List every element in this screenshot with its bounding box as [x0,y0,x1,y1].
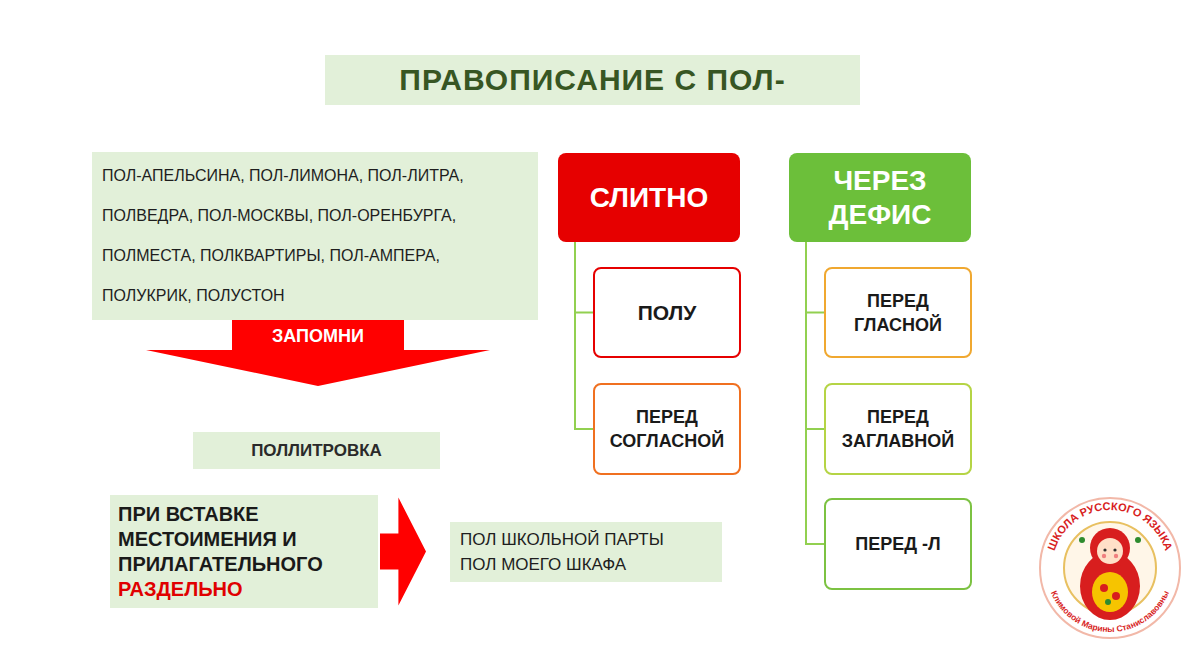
node-subtext: ПОЛ МОЕГО ШКАФА [460,552,712,577]
rule-item: ПЕРЕД СОГЛАСНОЙ [593,383,741,475]
logo-berry [1135,537,1141,543]
logo-ring [1040,498,1180,638]
rule-item: ПОЛУ [593,267,741,358]
tree-connector [575,242,593,313]
node-subtext: РАЗДЕЛЬНО [118,577,370,602]
connector-line [806,242,824,544]
tree-connector [806,242,824,429]
doll-eye [1113,548,1116,551]
connector-line [806,242,824,313]
tree-connector [806,242,824,544]
node-text: ПОЛУ [601,300,733,326]
doll-flower [1100,584,1108,592]
example-box: ПОЛ ШКОЛЬНОЙ ПАРТЫПОЛ МОЕГО ШКАФА [450,522,722,582]
node-text: ПЕРЕД СОГЛАСНОЙ [601,405,733,453]
logo-text: Климовой Марины Станиславовны [1049,589,1171,634]
node-text: ПОЛЛИТРОВКА [201,440,432,462]
arrow-fill [380,498,426,606]
node-text: СЛИТНО [564,181,734,215]
doll-flower [1112,592,1120,600]
logo-title: ШКОЛА РУССКОГО ЯЗЫКА [1045,500,1175,552]
node-text: ПЕРЕД ЗАГЛАВНОЙ [832,405,964,453]
rule-item: ПЕРЕД ГЛАСНОЙ [824,267,972,358]
doll-head [1090,528,1130,568]
arrow-fill [146,320,490,386]
node-text: ПОЛ-АПЕЛЬСИНА, ПОЛ-ЛИМОНА, ПОЛ-ЛИТРА, ПО… [102,156,528,316]
logo-berry [1079,537,1085,543]
title-band: ПРАВОПИСАНИЕ С ПОЛ- [325,55,860,105]
category-box: ЧЕРЕЗ ДЕФИС [789,153,971,242]
node-text: ЗАПОМНИ [146,320,490,347]
rule-item: ПЕРЕД ЗАГЛАВНОЙ [824,383,972,475]
connector-line [575,242,593,429]
doll-leaf [1105,599,1111,605]
block-arrow [380,498,426,606]
connector-line [575,242,593,313]
doll-cheek [1114,554,1118,558]
tree-connector [806,242,824,313]
doll-apron [1092,572,1128,612]
rule-item: ПЕРЕД -Л [824,498,972,590]
category-box: СЛИТНО [558,153,740,242]
remember-arrow: ЗАПОМНИ [146,320,490,386]
doll-eye [1103,548,1106,551]
connector-line [806,242,824,429]
logo-text: ШКОЛА РУССКОГО ЯЗЫКА [1045,500,1175,552]
example-box: ПОЛ-АПЕЛЬСИНА, ПОЛ-ЛИМОНА, ПОЛ-ЛИТРА, ПО… [92,152,538,320]
word-box: ПОЛЛИТРОВКА [193,432,440,469]
node-text: ПЕРЕД ГЛАСНОЙ [832,289,964,337]
node-text: ЧЕРЕЗ ДЕФИС [795,164,965,232]
logo-inner [1064,522,1156,614]
node-text: ПРИ ВСТАВКЕ МЕСТОИМЕНИЯ И ПРИЛАГАТЕЛЬНОГ… [118,502,370,577]
node-text: ПОЛ ШКОЛЬНОЙ ПАРТЫ [460,527,712,552]
tree-connector [575,242,593,429]
doll-cheek [1102,554,1106,558]
logo-author: Климовой Марины Станиславовны [1049,589,1171,634]
node-text: ПЕРЕД -Л [832,532,964,556]
rule-box: ПРИ ВСТАВКЕ МЕСТОИМЕНИЯ И ПРИЛАГАТЕЛЬНОГ… [110,495,378,608]
doll-face [1097,538,1123,564]
